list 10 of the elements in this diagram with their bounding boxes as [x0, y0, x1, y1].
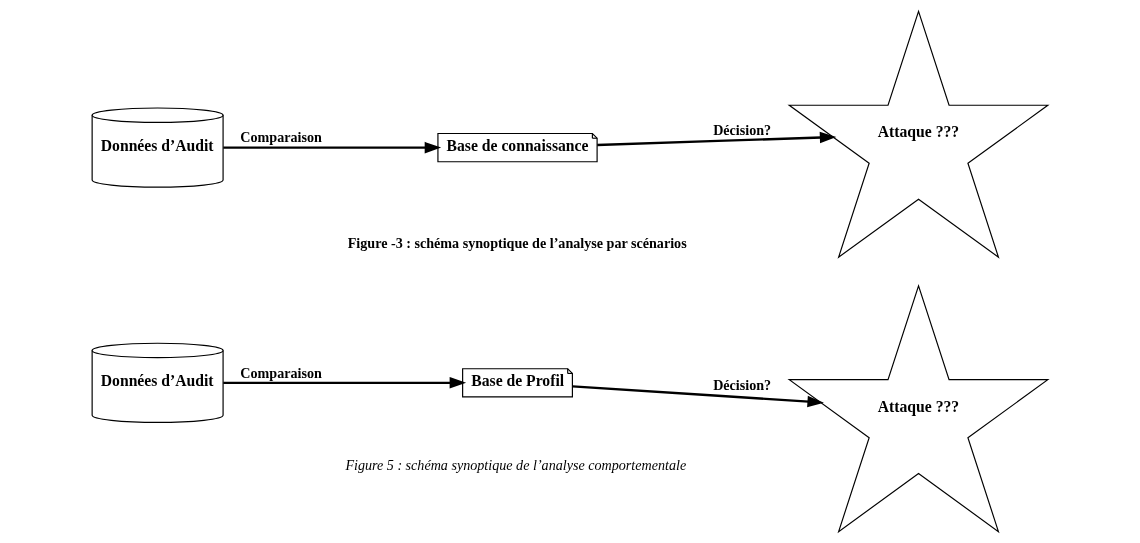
edge-label: Comparaison	[240, 364, 322, 381]
edge-label: Décision?	[713, 377, 772, 394]
edge-label: Comparaison	[240, 129, 322, 146]
arrow	[572, 385, 824, 408]
edge-label: Décision?	[713, 121, 772, 138]
arrow	[597, 131, 837, 147]
arrow	[223, 141, 442, 154]
label: Figure 5 : schéma synoptique de l’analyse comportementale	[345, 457, 687, 474]
arrow	[223, 377, 467, 389]
label: Figure -3 : schéma synoptique de l’analyse par scénarios	[347, 235, 687, 252]
